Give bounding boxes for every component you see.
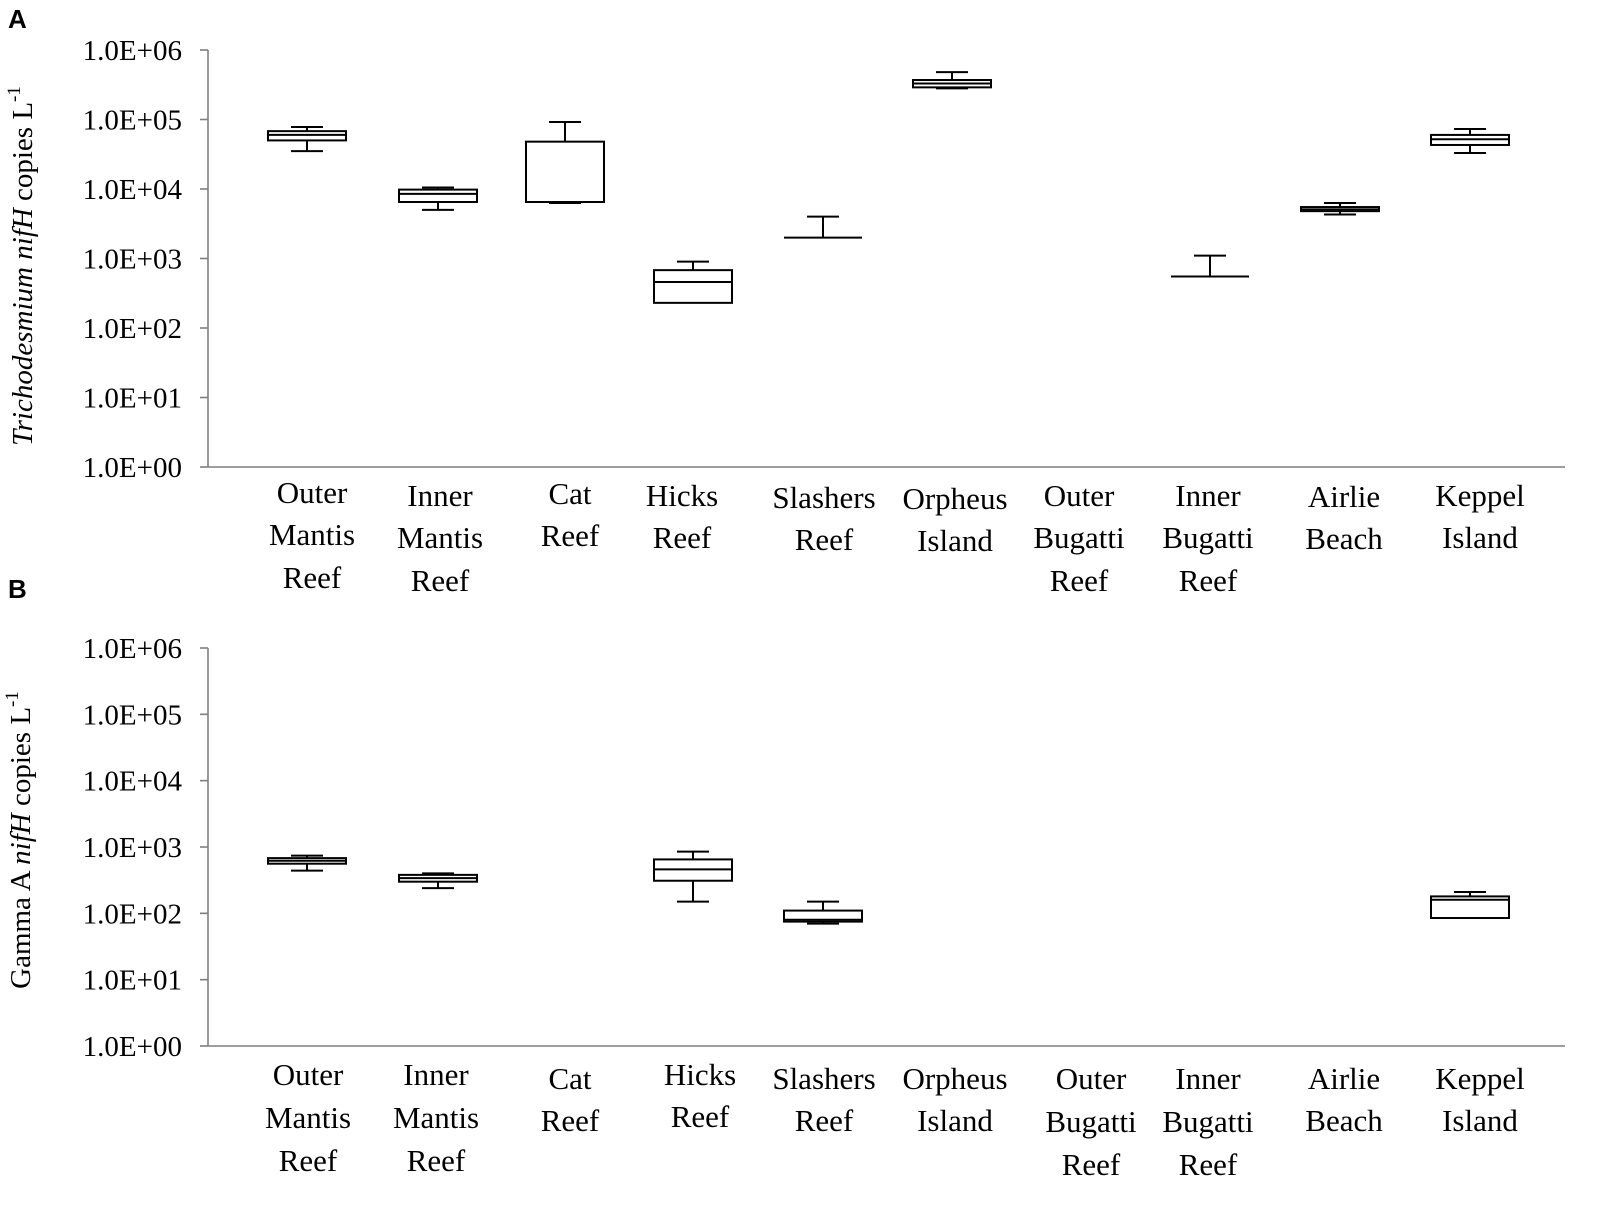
x-category-label: Reef [541, 518, 600, 553]
x-category-label: Inner [407, 478, 473, 513]
box-plot [525, 121, 605, 204]
y-tick-label: 1.0E+00 [83, 452, 182, 484]
box-plot [783, 900, 863, 925]
x-category-label: Mantis [397, 520, 483, 555]
box-plot [267, 125, 347, 153]
y-tick-label: 1.0E+04 [83, 174, 183, 206]
x-category-label: Mantis [265, 1100, 351, 1135]
y-tick-label: 1.0E+02 [83, 313, 182, 345]
box-plot [1430, 890, 1510, 920]
x-category-label: Reef [407, 1143, 466, 1178]
x-category-label: Inner [1175, 1061, 1241, 1096]
y-tick-label: 1.0E+05 [83, 699, 182, 731]
chart-panel-a: 1.0E+00 1.0E+01 1.0E+02 1.0E+03 1.0E+04 1.0E+… [4, 35, 1565, 598]
y-axis-title: Trichodesmium nifH copies L-1 [4, 86, 39, 446]
x-category-label: Mantis [393, 1100, 479, 1135]
x-category-label: Outer [273, 1057, 344, 1092]
x-category-label: Airlie [1308, 479, 1380, 514]
box-iqr [398, 188, 478, 204]
box-plot [1300, 201, 1380, 216]
x-category-label: Bugatti [1162, 1104, 1254, 1139]
box-plot [398, 186, 478, 211]
x-category-label: Beach [1305, 1103, 1383, 1138]
x-category-label: Keppel [1435, 478, 1525, 513]
box-iqr [653, 269, 733, 304]
box-plot [653, 850, 733, 903]
x-category-label: Reef [1050, 563, 1109, 598]
x-category-label: Orpheus [902, 1061, 1007, 1096]
x-category-label: Island [917, 523, 993, 558]
x-category-label: Reef [411, 563, 470, 598]
y-axis-title: Gamma A nifH copies L-1 [2, 691, 37, 989]
x-category-label: Reef [671, 1099, 730, 1134]
x-category-label: Reef [1179, 563, 1238, 598]
chart-panel-b: 1.0E+00 1.0E+01 1.0E+02 1.0E+03 1.0E+04 1.0E+… [2, 633, 1565, 1182]
x-category-label: Cat [548, 476, 591, 511]
panel-letter-a: A [8, 4, 27, 34]
x-category-label: Hicks [664, 1057, 736, 1092]
x-category-label: Reef [279, 1143, 338, 1178]
box-iqr [1430, 895, 1510, 920]
x-category-label: Outer [1056, 1061, 1127, 1096]
x-category-label: Outer [1044, 478, 1115, 513]
y-tick-label: 1.0E+03 [83, 832, 182, 864]
box-plot [398, 872, 478, 890]
x-category-label: Reef [1062, 1147, 1121, 1182]
x-category-label: Bugatti [1033, 520, 1125, 555]
y-tick-label: 1.0E+01 [83, 383, 182, 415]
box-plot [267, 854, 347, 872]
box-plot [1171, 254, 1249, 278]
x-category-label: Cat [548, 1061, 591, 1096]
y-tick-label: 1.0E+00 [83, 1031, 182, 1063]
x-category-label: Reef [653, 520, 712, 555]
x-category-label: Reef [283, 560, 342, 595]
box-plot [784, 215, 862, 239]
y-tick-label: 1.0E+04 [83, 766, 183, 798]
x-category-label: Orpheus [902, 481, 1007, 516]
x-category-label: Reef [541, 1103, 600, 1138]
x-category-label: Island [917, 1103, 993, 1138]
x-category-label: Reef [795, 522, 854, 557]
box-plot [912, 71, 992, 90]
x-category-label: Island [1442, 1103, 1518, 1138]
x-category-label: Bugatti [1045, 1104, 1137, 1139]
box-iqr [783, 909, 863, 923]
x-category-label: Mantis [269, 517, 355, 552]
x-category-label: Beach [1305, 521, 1383, 556]
x-category-label: Slashers [772, 480, 875, 515]
y-tick-label: 1.0E+03 [83, 244, 182, 276]
x-category-label: Slashers [772, 1061, 875, 1096]
x-category-label: Airlie [1308, 1061, 1380, 1096]
x-category-label: Keppel [1435, 1061, 1525, 1096]
y-tick-label: 1.0E+02 [83, 898, 182, 930]
x-category-label: Outer [277, 475, 348, 510]
x-category-label: Bugatti [1162, 520, 1254, 555]
y-tick-label: 1.0E+05 [83, 105, 182, 137]
x-category-label: Hicks [646, 478, 718, 513]
y-tick-label: 1.0E+06 [83, 35, 182, 67]
x-category-label: Inner [403, 1057, 469, 1092]
x-category-label: Reef [1179, 1147, 1238, 1182]
x-category-label: Inner [1175, 478, 1241, 513]
x-category-label: Reef [795, 1103, 854, 1138]
panel-letter-b: B [8, 574, 27, 604]
x-category-label: Island [1442, 520, 1518, 555]
box-plot [1430, 127, 1510, 154]
y-tick-label: 1.0E+01 [83, 965, 182, 997]
box-plot [653, 260, 733, 304]
y-tick-label: 1.0E+06 [83, 633, 182, 665]
box-iqr [525, 140, 605, 204]
